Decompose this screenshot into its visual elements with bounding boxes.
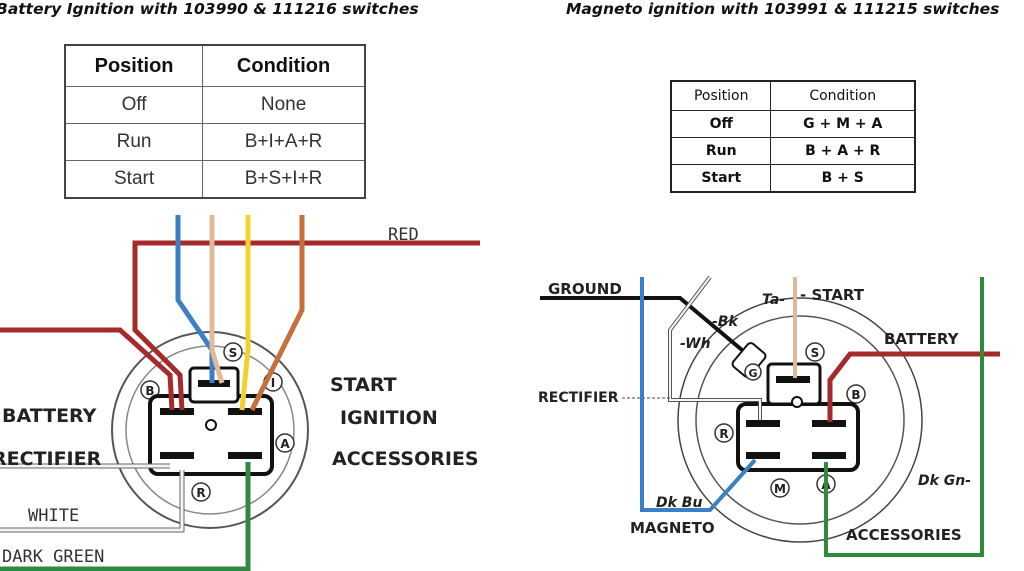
right-terminal-m: M <box>770 478 790 498</box>
left-yellow-wire <box>239 215 251 411</box>
right-green-wire <box>824 277 984 557</box>
right-ground-wire <box>540 296 744 352</box>
left-diagram-title: Battery Ignition with 103990 & 111216 sw… <box>0 0 419 18</box>
svg-text:R: R <box>719 427 728 441</box>
table-header-position: Position <box>670 80 772 111</box>
left-switch-diagram: S I B A R <box>0 215 480 571</box>
label-start-right: - START <box>800 286 865 304</box>
label-ta: Ta- <box>762 292 785 308</box>
right-diagram-title: Magneto ignition with 103991 & 111215 sw… <box>566 0 1000 18</box>
svg-text:I: I <box>271 376 275 390</box>
left-battery-wire <box>0 327 175 411</box>
table-header-row: Position Condition <box>670 80 916 111</box>
label-battery-right: BATTERY <box>884 330 960 348</box>
svg-text:B: B <box>145 384 154 398</box>
right-switch-inner-ring <box>695 315 905 525</box>
left-condition-table: Position Condition Off None Run B+I+A+R … <box>64 44 366 199</box>
label-wh: -Wh <box>680 336 711 352</box>
svg-text:M: M <box>774 482 786 496</box>
table-cell: B+S+I+R <box>202 160 366 199</box>
left-red-wire <box>132 240 480 411</box>
svg-text:S: S <box>811 346 820 360</box>
right-terminal-g: G <box>731 342 767 381</box>
table-cell: Run <box>670 137 772 165</box>
table-cell: B + A + R <box>770 137 916 165</box>
svg-text:G: G <box>748 367 757 380</box>
right-blue-wire <box>640 277 757 512</box>
table-row: Run B + A + R <box>670 137 916 165</box>
label-rectifier-right: RECTIFIER <box>538 390 619 406</box>
label-dkgn: Dk Gn- <box>918 473 971 489</box>
label-accessories-right: ACCESSORIES <box>846 526 962 544</box>
table-header-condition: Condition <box>202 44 366 87</box>
right-switch-outer-ring <box>677 297 923 543</box>
table-cell: B + S <box>770 164 916 193</box>
left-green-wire <box>0 462 251 571</box>
label-rectifier: RECTIFIER <box>0 448 102 470</box>
left-terminal-a: A <box>275 433 295 453</box>
right-terminal-r: R <box>714 423 734 443</box>
svg-text:R: R <box>196 486 205 500</box>
left-blue-wire <box>175 215 215 383</box>
table-cell: B+I+A+R <box>202 123 366 161</box>
label-dkbu: Dk Bu <box>656 495 702 511</box>
left-orange-wire <box>249 215 305 412</box>
table-cell: Off <box>670 110 772 138</box>
label-start: START <box>330 374 397 396</box>
right-red-wire <box>827 351 1000 422</box>
right-terminal-s: S <box>805 342 825 362</box>
table-header-condition: Condition <box>770 80 916 111</box>
label-battery: BATTERY <box>2 405 97 427</box>
left-terminal-r: R <box>191 482 211 502</box>
svg-text:S: S <box>229 346 238 360</box>
label-accessories: ACCESSORIES <box>332 448 479 470</box>
right-connector-block <box>736 402 860 472</box>
table-row: Off G + M + A <box>670 110 916 138</box>
label-ground: GROUND <box>548 280 622 298</box>
left-tan-wire <box>209 215 225 384</box>
label-ignition: IGNITION <box>340 407 438 429</box>
right-condition-table: Position Condition Off G + M + A Run B +… <box>670 80 916 193</box>
table-cell: Start <box>64 160 204 199</box>
table-row: Run B+I+A+R <box>64 123 366 161</box>
label-bk: -Bk <box>712 314 739 330</box>
label-white: WHITE <box>28 506 79 526</box>
table-cell: G + M + A <box>770 110 916 138</box>
table-header-row: Position Condition <box>64 44 366 87</box>
label-magneto: MAGNETO <box>630 519 715 537</box>
table-cell: None <box>202 86 366 124</box>
label-red: RED <box>388 225 419 245</box>
right-switch-diagram: G S B R M A <box>538 275 1000 557</box>
label-dark-green: DARK GREEN <box>2 547 104 567</box>
svg-text:A: A <box>280 437 290 451</box>
table-row: Start B + S <box>670 164 916 193</box>
table-cell: Run <box>64 123 204 161</box>
table-cell: Start <box>670 164 772 193</box>
table-row: Start B+S+I+R <box>64 160 366 199</box>
left-terminal-s: S <box>223 342 243 362</box>
svg-text:B: B <box>851 388 860 402</box>
right-terminal-b: B <box>846 384 866 404</box>
